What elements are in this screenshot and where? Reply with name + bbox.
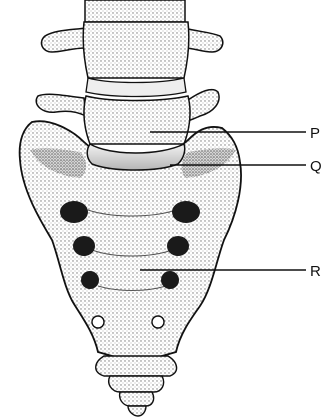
foramen-right-2 xyxy=(167,236,189,256)
l5-transverse-process-right xyxy=(186,90,219,122)
lumbosacral-disc xyxy=(87,144,185,170)
coccyx xyxy=(96,356,177,416)
label-p: P xyxy=(310,125,320,142)
foramen-right-4 xyxy=(152,316,164,328)
upper-transverse-process-right xyxy=(184,28,223,52)
sacrum xyxy=(20,121,241,359)
foramen-left-4 xyxy=(92,316,104,328)
upper-vertebra xyxy=(41,0,222,97)
foramen-left-3 xyxy=(81,271,99,289)
label-q: Q xyxy=(310,158,322,175)
label-r: R xyxy=(310,263,321,280)
foramen-left-2 xyxy=(73,236,95,256)
upper-transverse-process-left xyxy=(41,28,86,52)
foramen-right-3 xyxy=(161,271,179,289)
foramen-right-1 xyxy=(172,201,200,223)
foramen-left-1 xyxy=(60,201,88,223)
l5-transverse-process-left xyxy=(36,94,86,116)
